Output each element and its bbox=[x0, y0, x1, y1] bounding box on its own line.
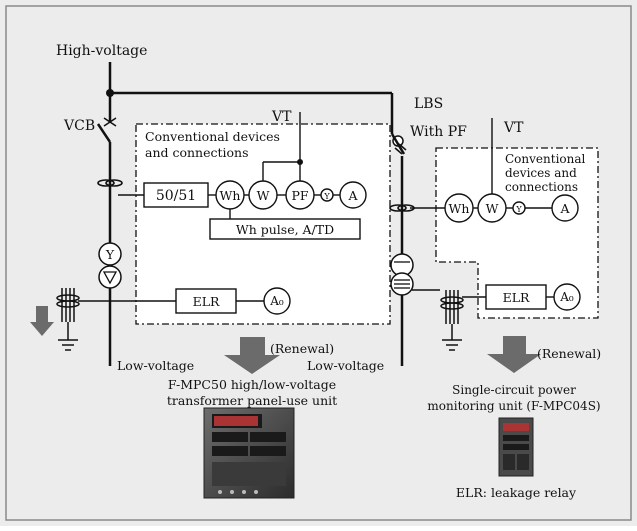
small-y-label-left: Y bbox=[323, 192, 330, 201]
fmpc04s-device-image bbox=[498, 417, 534, 477]
vt-junction-dot-left bbox=[297, 159, 303, 165]
left-ground-arrow bbox=[30, 306, 54, 336]
elr-box-right bbox=[485, 284, 547, 310]
renewal-label-left: (Renewal) bbox=[270, 341, 334, 356]
vt-label-right: VT bbox=[503, 120, 524, 136]
w-meter-right bbox=[477, 193, 507, 223]
conv-left-line1: Conventional devices bbox=[145, 129, 280, 144]
conv-right-line2: devices and bbox=[505, 166, 577, 180]
pf-meter bbox=[285, 180, 315, 210]
right-transformer-inner-lines bbox=[394, 261, 410, 289]
bus-junction-dot bbox=[106, 89, 114, 97]
a0-label-left: A₀ bbox=[269, 294, 284, 308]
fmpc50-title-line2: transformer panel-use unit bbox=[167, 393, 337, 408]
small-y-node-left bbox=[320, 188, 334, 202]
wh-meter-right bbox=[444, 193, 474, 223]
wh-label-left: Wh bbox=[220, 188, 241, 203]
with-pf-label: With PF bbox=[410, 124, 467, 140]
w-label-right: W bbox=[486, 201, 499, 216]
lbs-label: LBS bbox=[414, 96, 443, 112]
vcb-switch-symbol bbox=[96, 117, 117, 143]
a-meter-left bbox=[339, 181, 367, 209]
conv-right-line3: connections bbox=[505, 180, 578, 194]
left-zct-symbol bbox=[56, 288, 264, 351]
elr-label-right: ELR bbox=[503, 290, 530, 305]
vcb-label: VCB bbox=[63, 118, 95, 134]
transformer-delta-winding bbox=[98, 265, 122, 289]
conv-left-line2: and connections bbox=[145, 145, 249, 160]
transformer-y-label: Y bbox=[105, 247, 115, 262]
right-conventional-box bbox=[435, 147, 599, 319]
w-label-left: W bbox=[257, 188, 270, 203]
a-label-left: A bbox=[347, 188, 358, 203]
a0-label-right: A₀ bbox=[559, 290, 574, 304]
vt-label-left: VT bbox=[271, 109, 292, 125]
relay-50-51-box bbox=[143, 182, 209, 208]
lbs-switch-symbol bbox=[390, 133, 407, 155]
pf-label: PF bbox=[291, 188, 308, 203]
high-voltage-label: High-voltage bbox=[56, 43, 147, 59]
right-meter-wiring bbox=[410, 118, 552, 209]
small-y-node-right bbox=[512, 201, 526, 215]
right-zct-symbol bbox=[412, 289, 554, 351]
delta-symbol bbox=[102, 271, 118, 285]
fmpc50-device-image bbox=[203, 407, 295, 499]
low-voltage-label-left: Low-voltage bbox=[117, 358, 194, 373]
outer-frame bbox=[5, 5, 632, 521]
a-meter-right bbox=[551, 194, 579, 222]
wh-pulse-label: Wh pulse, A/TD bbox=[236, 222, 334, 237]
elr-box-left bbox=[175, 288, 237, 314]
fmpc04s-title-line2: monitoring unit (F-MPC04S) bbox=[427, 399, 600, 413]
low-voltage-label-right: Low-voltage bbox=[307, 358, 384, 373]
renewal-arrow-right bbox=[487, 336, 541, 373]
relay-50-51-label: 50/51 bbox=[156, 188, 196, 204]
left-ct-symbol bbox=[97, 179, 123, 187]
wh-pulse-box bbox=[209, 218, 361, 240]
transformer-y-winding bbox=[98, 242, 122, 266]
w-meter-left bbox=[248, 180, 278, 210]
small-y-label-right: Y bbox=[515, 205, 522, 214]
wh-meter-left bbox=[215, 180, 245, 210]
renewal-label-right: (Renewal) bbox=[537, 346, 601, 361]
fmpc04s-title-line1: Single-circuit power bbox=[452, 383, 576, 397]
elr-legend-note: ELR: leakage relay bbox=[456, 485, 577, 500]
renewal-arrow-left bbox=[224, 337, 280, 374]
a-label-right: A bbox=[559, 201, 570, 216]
a0-meter-right bbox=[553, 283, 581, 311]
fmpc50-title-line1: F-MPC50 high/low-voltage bbox=[168, 377, 336, 392]
conv-right-line1: Conventional bbox=[505, 152, 586, 166]
wh-label-right: Wh bbox=[449, 201, 470, 216]
a0-meter-left bbox=[263, 287, 291, 315]
elr-label-left: ELR bbox=[193, 294, 220, 309]
left-meter-wiring bbox=[118, 112, 340, 219]
